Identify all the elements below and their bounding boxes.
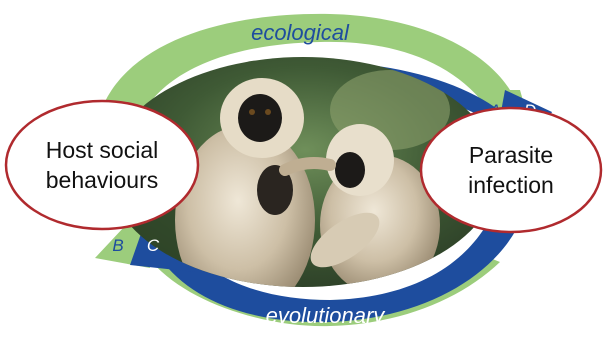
parasite-node-line2: infection [468,172,554,198]
ecological-label: ecological [251,20,350,45]
arrow-label-b: B [112,236,123,255]
parasite-node-line1: Parasite [469,142,553,168]
parasite-infection-node: Parasite infection [419,106,603,234]
host-node-line1: Host social [46,137,158,163]
evolutionary-arrow-band [160,190,530,323]
ecological-arrow-band [98,13,530,128]
host-node-line2: behaviours [46,167,159,193]
host-social-behaviours-node: Host social behaviours [4,99,200,231]
evolutionary-label: evolutionary [266,303,387,328]
arrow-label-c: C [147,236,160,255]
